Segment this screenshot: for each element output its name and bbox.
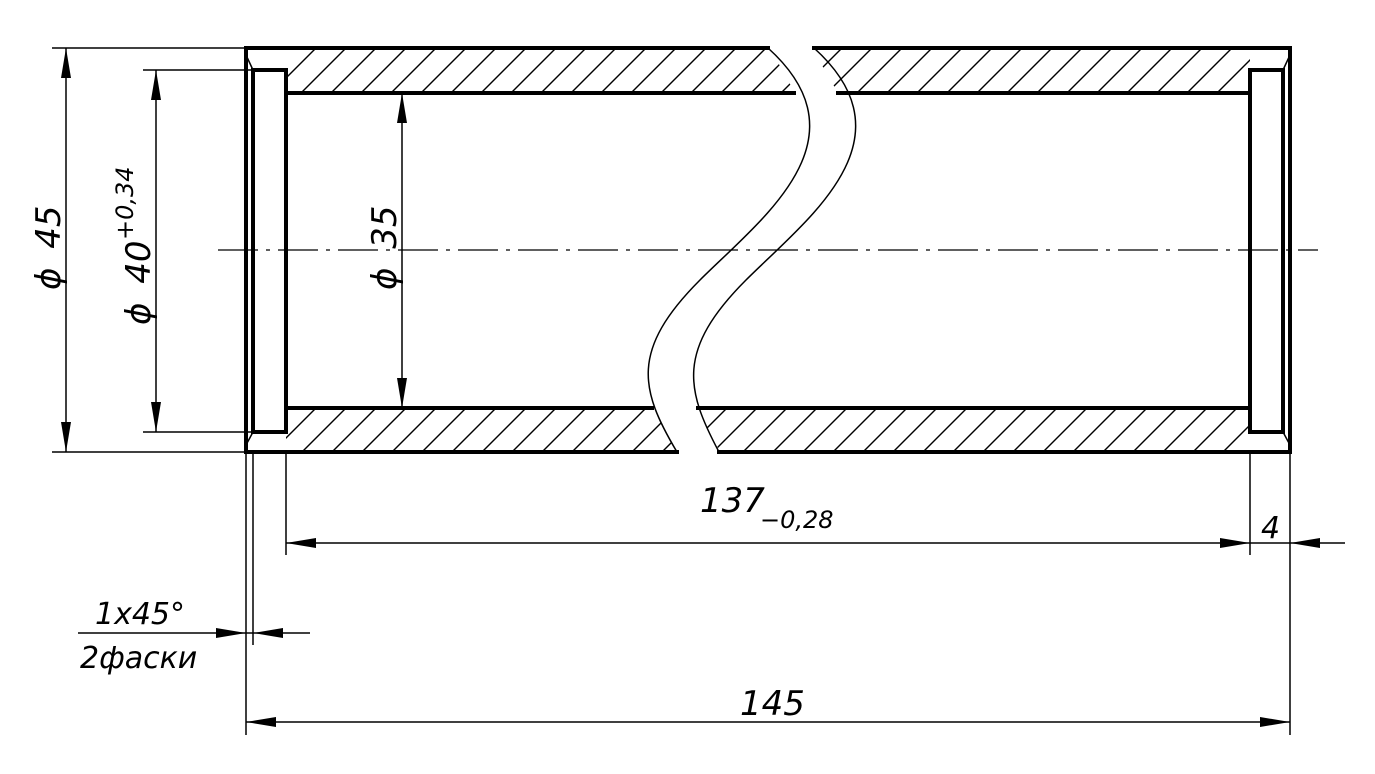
hatch-line [286, 408, 317, 452]
hatch-line [690, 48, 737, 93]
hatch-line [330, 48, 377, 93]
hatch-line [1036, 48, 1083, 93]
hatch-line [390, 48, 437, 93]
svg-text:ϕ 35: ϕ 35 [365, 205, 405, 290]
hatch-line [450, 48, 497, 93]
hatch-line [1216, 48, 1250, 93]
hatch-line [976, 48, 1023, 93]
hatch-line [420, 48, 467, 93]
hatch-line [571, 408, 617, 452]
hatch-line [510, 48, 557, 93]
break-lines [647, 47, 857, 453]
hatch-line [300, 48, 347, 93]
hatch-line [722, 408, 766, 452]
chamfer-spec: 1x45° [95, 597, 185, 632]
dimension-bore-diameter: ϕ 40 +0,34 [111, 69, 253, 433]
hatch-line [391, 408, 437, 452]
bore-diameter-value: 40 [119, 240, 159, 283]
hatch-line [1096, 48, 1143, 93]
hatch-line [886, 48, 933, 93]
hatch-line [1066, 48, 1113, 93]
hatch-line [1222, 408, 1250, 452]
hatch-line [630, 48, 677, 93]
hatch-line [952, 408, 998, 452]
dimension-inner-diameter: ϕ 35 [365, 93, 407, 408]
hatch-line [1012, 408, 1058, 452]
hatch-line [540, 48, 587, 93]
hatch-line [451, 408, 497, 452]
hatch-line [692, 408, 736, 452]
hatch-line [481, 408, 527, 452]
inner-diameter-symbol: ϕ [365, 268, 405, 290]
hatch-line [832, 408, 878, 452]
hatch-line [862, 408, 908, 452]
hatch-line [660, 48, 707, 93]
hatch-line [331, 408, 377, 452]
hatch-line [286, 48, 317, 93]
outer-diameter-symbol: ϕ [29, 268, 69, 290]
hatch-line [570, 48, 617, 93]
hatch-line [421, 408, 467, 452]
hatch-line [720, 48, 767, 93]
hatch-line [1042, 408, 1088, 452]
bushing-outline [244, 46, 1292, 454]
hatch-line [361, 408, 407, 452]
hatch-line [697, 408, 698, 452]
bore-diameter-symbol: ϕ [119, 303, 159, 325]
total-length-value: 145 [740, 684, 805, 724]
wall-hatching [286, 48, 1250, 452]
hatch-line [712, 408, 758, 452]
bore-depth-value: 4 [1261, 511, 1280, 546]
bore-diameter-tolerance: +0,34 [111, 166, 139, 240]
hatch-line [780, 48, 795, 93]
hatch-line [742, 408, 788, 452]
hatch-line [541, 408, 587, 452]
hatch-line [600, 48, 647, 93]
hatch-line [922, 408, 968, 452]
hatch-line [511, 408, 557, 452]
dimension-outer-diameter: ϕ 45 [29, 47, 246, 453]
hatch-line [772, 408, 818, 452]
hatch-line [826, 48, 873, 93]
hatch-line [1126, 48, 1173, 93]
hatch-line [802, 408, 848, 452]
hatch-line [1186, 48, 1233, 93]
hatch-line [1156, 48, 1203, 93]
hatch-line [360, 48, 407, 93]
hatch-line [892, 408, 938, 452]
hatch-line [1132, 408, 1178, 452]
hatch-line [946, 48, 993, 93]
hatch-line [1162, 408, 1208, 452]
dimension-chamfer: 1x45° 2фаски [78, 452, 310, 676]
inner-diameter-value: 35 [365, 205, 405, 248]
chamfer-note: 2фаски [80, 641, 197, 676]
hatch-line [1102, 408, 1148, 452]
hatch-line [301, 408, 347, 452]
dimension-total-length: 145 [245, 452, 1291, 735]
hatch-line [982, 408, 1028, 452]
hatch-line [1192, 408, 1238, 452]
outer-diameter-value: 45 [29, 205, 69, 248]
dimension-inner-length: 137 −0,28 [285, 452, 1251, 555]
hatch-line [480, 48, 527, 93]
hatch-line [601, 408, 647, 452]
inner-length-value: 137 [700, 481, 765, 521]
hatch-line [661, 408, 677, 452]
hatch-line [916, 48, 963, 93]
inner-length-tolerance: −0,28 [760, 506, 834, 534]
hatch-line [856, 48, 903, 93]
hatch-line [1006, 48, 1053, 93]
svg-text:ϕ 40: ϕ 40 [119, 240, 159, 325]
dimension-bore-depth: 4 [1250, 452, 1345, 555]
hatch-line [1072, 408, 1118, 452]
svg-text:ϕ 45: ϕ 45 [29, 205, 69, 290]
